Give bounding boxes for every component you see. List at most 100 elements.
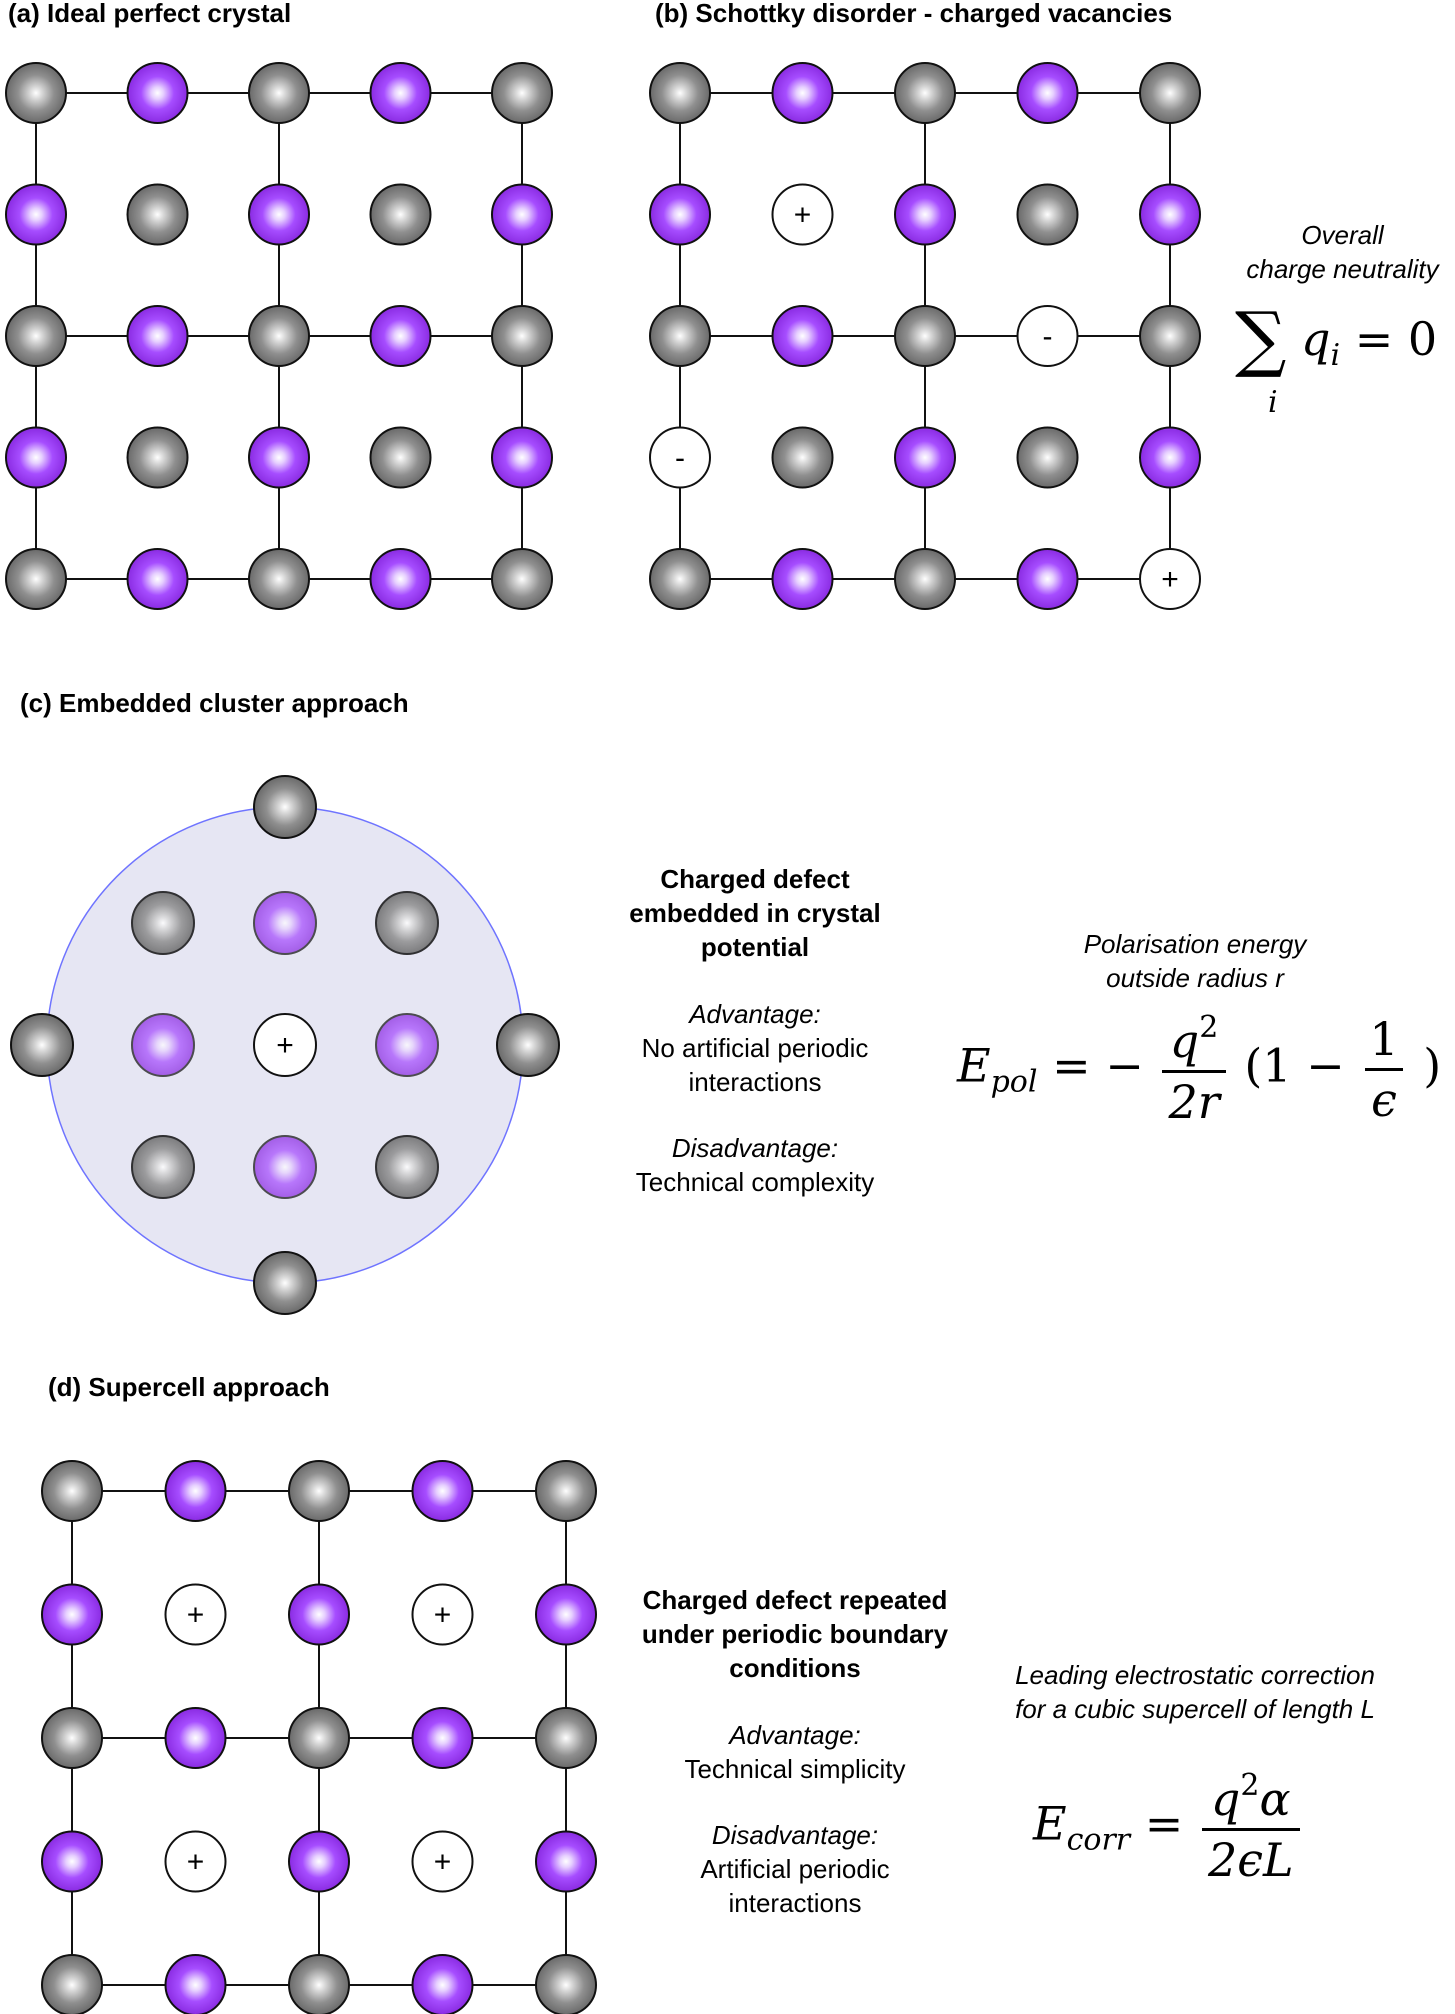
- disadvantage-label: Disadvantage:: [671, 1133, 839, 1163]
- vacancy-charge-plus: +: [794, 199, 812, 232]
- title-line: conditions: [729, 1653, 861, 1683]
- anion-atom: [5, 305, 67, 367]
- frac-num-tail: α: [1259, 1772, 1291, 1826]
- atoms-layer: +--++++++: [5, 62, 1201, 2014]
- cation-atom: [126, 548, 189, 610]
- sum-term: q: [1301, 312, 1331, 366]
- anion-atom: [894, 548, 956, 610]
- cation-atom: [771, 305, 834, 367]
- charge-neutrality-equation: ∑ qi = 0: [1235, 296, 1437, 380]
- vacancy-charge-plus: +: [187, 1599, 205, 1632]
- charge-neutrality-note: Overall charge neutrality: [1230, 218, 1455, 286]
- cation-atom: [288, 1583, 350, 1646]
- anion-atom: [894, 305, 956, 367]
- anion-atom: [253, 775, 317, 839]
- panel-a-label: (a) Ideal perfect crystal: [8, 0, 292, 28]
- eq-equals-minus: = −: [1052, 1038, 1144, 1093]
- eq-paren-open: (1 −: [1244, 1038, 1345, 1093]
- anion-atom: [491, 62, 553, 124]
- eq-lhs: E: [1033, 1796, 1067, 1851]
- note-line: Overall: [1301, 220, 1384, 250]
- cluster-advantage: Advantage: No artificial periodic intera…: [600, 997, 910, 1099]
- cation-atom: [375, 1013, 439, 1077]
- anion-atom: [41, 1460, 103, 1522]
- cation-atom: [1139, 183, 1201, 246]
- anion-atom: [894, 62, 956, 124]
- cation-atom: [5, 426, 67, 489]
- cation-atom: [126, 62, 189, 124]
- eq-lhs-subscript: pol: [990, 1064, 1038, 1100]
- cation-atom: [535, 1583, 597, 1646]
- anion-atom: [41, 1707, 103, 1769]
- sum-index: i: [1268, 385, 1278, 420]
- vacancy-site: [164, 1583, 227, 1646]
- anion-atom: [5, 548, 67, 610]
- anion-atom: [649, 62, 711, 124]
- anion-atom: [535, 1954, 597, 2014]
- anion-atom: [131, 1135, 195, 1199]
- cation-atom: [253, 1135, 317, 1199]
- cation-atom: [369, 305, 432, 367]
- vacancy-charge-minus: -: [1043, 320, 1053, 353]
- vacancy-charge-plus: +: [434, 1599, 452, 1632]
- cation-atom: [41, 1830, 103, 1893]
- cation-atom: [771, 548, 834, 610]
- cation-atom: [164, 1460, 227, 1522]
- frac-num: q: [1169, 1014, 1200, 1068]
- cation-atom: [491, 183, 553, 246]
- anion-atom: [369, 183, 432, 246]
- sum-equals: = 0: [1354, 312, 1438, 366]
- fraction-q2-over-2r: q2 2r: [1162, 1010, 1226, 1129]
- cation-atom: [535, 1830, 597, 1893]
- supercell-disadvantage: Disadvantage: Artificial periodic intera…: [620, 1818, 970, 1920]
- cluster-disadvantage: Disadvantage: Technical complexity: [600, 1131, 910, 1199]
- advantage-label: Advantage:: [729, 1720, 861, 1750]
- anion-atom: [1016, 426, 1079, 489]
- anion-atom: [496, 1013, 560, 1077]
- vacancy-site: [411, 1830, 474, 1893]
- anion-atom: [375, 1135, 439, 1199]
- anion-atom: [288, 1460, 350, 1522]
- vacancy-site: [649, 426, 711, 489]
- vacancy-site: [771, 183, 834, 246]
- cation-atom: [288, 1830, 350, 1893]
- cluster-title: Charged defect embedded in crystal poten…: [600, 862, 910, 964]
- note-line: Polarisation energy: [1083, 929, 1307, 959]
- sum-term-subscript: i: [1330, 338, 1341, 373]
- cation-atom: [894, 426, 956, 489]
- anion-atom: [535, 1460, 597, 1522]
- cation-atom: [369, 62, 432, 124]
- frac-num-sup: 2: [1240, 1768, 1260, 1803]
- note-line: for a cubic supercell of length L: [1015, 1694, 1375, 1724]
- cation-atom: [248, 183, 310, 246]
- anion-atom: [126, 426, 189, 489]
- disadvantage-text: Artificial periodic: [700, 1854, 890, 1884]
- title-line: potential: [700, 932, 810, 962]
- cation-atom: [369, 548, 432, 610]
- vacancy-charge-minus: -: [675, 442, 685, 475]
- vacancy-site: [164, 1830, 227, 1893]
- cation-atom: [491, 426, 553, 489]
- cation-atom: [1139, 426, 1201, 489]
- anion-atom: [288, 1707, 350, 1769]
- vacancy-charge-plus: +: [1161, 563, 1179, 596]
- anion-atom: [1139, 62, 1201, 124]
- anion-atom: [10, 1013, 74, 1077]
- anion-atom: [649, 305, 711, 367]
- anion-atom: [41, 1954, 103, 2014]
- frac-num-sup: 2: [1199, 1010, 1219, 1045]
- title-line: Charged defect repeated: [642, 1585, 948, 1615]
- anion-atom: [1139, 305, 1201, 367]
- vacancy-charge-plus: +: [434, 1846, 452, 1879]
- cation-atom: [164, 1707, 227, 1769]
- note-line: Leading electrostatic correction: [1015, 1660, 1375, 1690]
- title-line: under periodic boundary: [641, 1619, 949, 1649]
- frac-num: q: [1210, 1772, 1241, 1826]
- cation-atom: [253, 891, 317, 955]
- polarisation-note: Polarisation energy outside radius r: [1040, 927, 1350, 995]
- note-line: charge neutrality: [1246, 254, 1439, 284]
- vacancy-site: [1016, 305, 1079, 367]
- frac-den: ϵ: [1365, 1068, 1403, 1127]
